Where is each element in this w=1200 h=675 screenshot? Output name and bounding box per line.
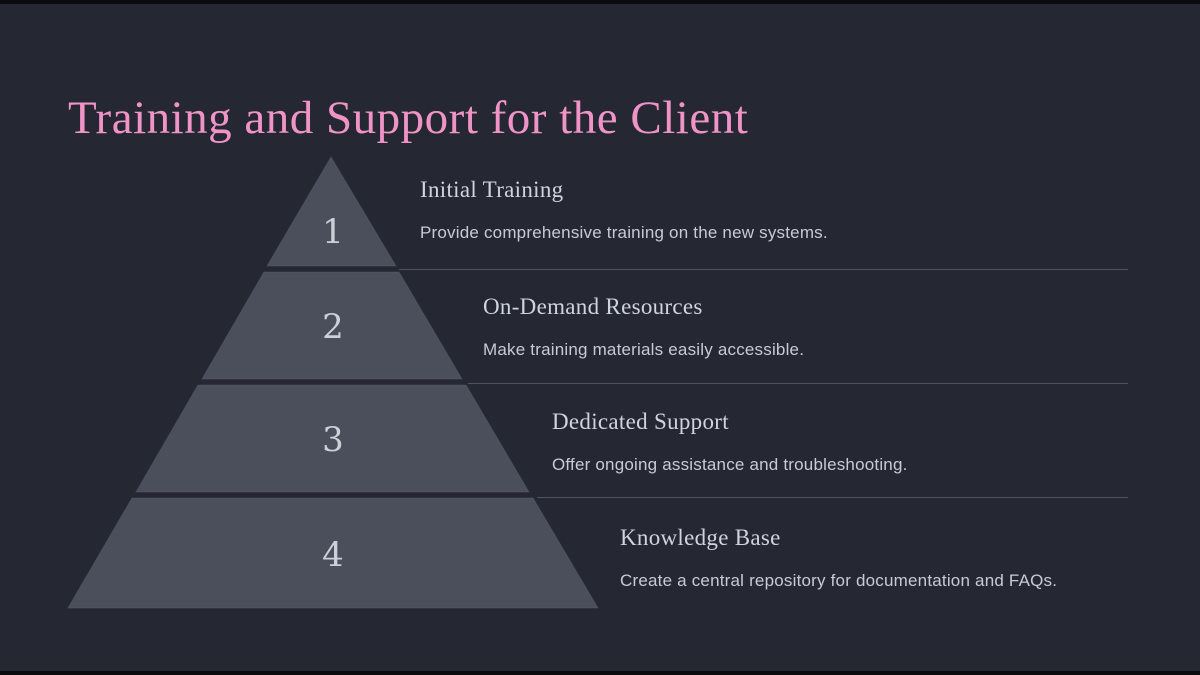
level-1-description: Provide comprehensive training on the ne…	[420, 223, 828, 242]
level-2-text-block: On-Demand Resources Make training materi…	[483, 293, 804, 360]
level-1-text-block: Initial Training Provide comprehensive t…	[420, 176, 828, 243]
level-3-description: Offer ongoing assistance and troubleshoo…	[552, 455, 908, 474]
level-4-heading: Knowledge Base	[620, 525, 781, 550]
section-divider-2	[468, 383, 1128, 384]
level-2-description: Make training materials easily accessibl…	[483, 340, 805, 359]
level-4-description: Create a central repository for document…	[620, 571, 1058, 590]
level-3-text-block: Dedicated Support Offer ongoing assistan…	[552, 408, 908, 475]
pyramid-level-3-number: 3	[322, 420, 344, 460]
pyramid-level-1-number: 1	[322, 212, 344, 252]
level-4-text-block: Knowledge Base Create a central reposito…	[620, 524, 1057, 591]
pyramid-level-1-shape	[266, 156, 397, 267]
pyramid-level-2-shape	[201, 271, 463, 380]
level-2-heading: On-Demand Resources	[483, 294, 703, 319]
section-divider-1	[399, 269, 1128, 270]
section-divider-3	[537, 497, 1128, 498]
pyramid-level-3-shape	[135, 384, 530, 493]
top-edge-bar	[0, 0, 1200, 4]
slide-title: Training and Support for the Client	[68, 92, 749, 145]
pyramid-level-4-shape	[67, 497, 599, 609]
level-3-heading: Dedicated Support	[552, 409, 729, 434]
pyramid-level-2-number: 2	[322, 307, 344, 347]
level-1-heading: Initial Training	[420, 177, 564, 202]
bottom-edge-bar	[0, 671, 1200, 675]
pyramid-level-4-number: 4	[322, 535, 344, 575]
